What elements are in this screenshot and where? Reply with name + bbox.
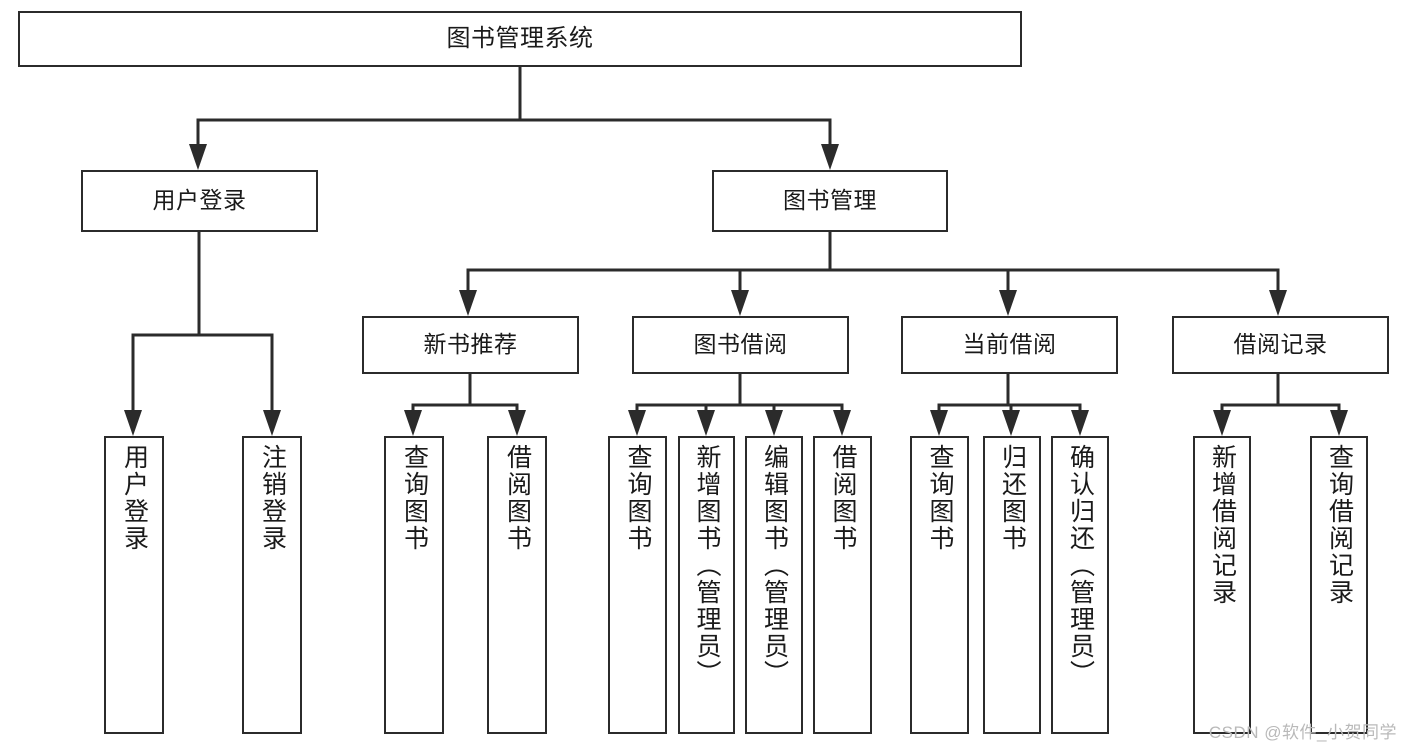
arrowhead-edge-bo-leaf8: [833, 410, 851, 436]
node-label: 图书管理: [783, 187, 877, 214]
node-leaf-2[interactable]: 注销登录: [242, 436, 302, 734]
node-leaf-10[interactable]: 归还图书: [983, 436, 1041, 734]
arrowhead-edge-cu-leaf9: [930, 410, 948, 436]
node-label: 查询图书: [926, 444, 954, 552]
arrowhead-edge-cu-leaf11: [1071, 410, 1089, 436]
node-leaf-8[interactable]: 借阅图书: [813, 436, 872, 734]
node-leaf-5[interactable]: 查询图书: [608, 436, 667, 734]
arrowhead-edge-cu-leaf10: [1002, 410, 1020, 436]
node-label: 新增借阅记录: [1208, 444, 1237, 606]
arrowhead-edge-re-leaf13: [1330, 410, 1348, 436]
node-label: 确认归还（管理员）: [1066, 444, 1095, 687]
node-label: 当前借阅: [962, 331, 1057, 358]
node-label: 图书管理系统: [446, 24, 594, 52]
arrowhead-edge-root-login: [189, 144, 207, 170]
node-label: 查询借阅记录: [1325, 444, 1354, 606]
node-leaf-3[interactable]: 查询图书: [384, 436, 444, 734]
node-label: 查询图书: [624, 444, 652, 552]
node-borrow[interactable]: 图书借阅: [632, 316, 849, 374]
csdn-watermark: CSDN @软件_小贺同学: [1208, 723, 1397, 742]
arrowhead-edge-bm-records: [1269, 290, 1287, 316]
node-leaf-13[interactable]: 查询借阅记录: [1310, 436, 1368, 734]
node-root[interactable]: 图书管理系统: [18, 11, 1022, 67]
arrowhead-edge-nb-leaf4: [508, 410, 526, 436]
arrowhead-edge-login-leaf1: [124, 410, 142, 436]
arrowhead-edge-bm-newbook: [459, 290, 477, 316]
arrowhead-edge-bm-borrow: [731, 290, 749, 316]
node-label: 借阅记录: [1233, 331, 1328, 358]
arrowhead-edge-re-leaf12: [1213, 410, 1231, 436]
node-login[interactable]: 用户登录: [81, 170, 318, 232]
node-leaf-11[interactable]: 确认归还（管理员）: [1051, 436, 1109, 734]
arrowhead-edge-login-leaf2: [263, 410, 281, 436]
node-label: 编辑图书（管理员）: [760, 444, 789, 687]
node-label: 图书借阅: [693, 331, 788, 358]
node-label: 查询图书: [400, 444, 429, 552]
arrowhead-edge-bo-leaf7: [765, 410, 783, 436]
node-label: 新增图书（管理员）: [693, 444, 721, 687]
node-label: 用户登录: [152, 187, 247, 214]
arrowhead-edge-root-bookmgmt: [821, 144, 839, 170]
node-records[interactable]: 借阅记录: [1172, 316, 1389, 374]
node-label: 新书推荐: [423, 331, 518, 358]
arrowhead-edge-bm-current: [999, 290, 1017, 316]
node-label: 归还图书: [998, 444, 1027, 552]
node-leaf-12[interactable]: 新增借阅记录: [1193, 436, 1251, 734]
node-label: 用户登录: [120, 444, 149, 552]
node-label: 注销登录: [258, 444, 287, 552]
node-leaf-7[interactable]: 编辑图书（管理员）: [745, 436, 803, 734]
arrowhead-edge-nb-leaf3: [404, 410, 422, 436]
node-leaf-4[interactable]: 借阅图书: [487, 436, 547, 734]
node-newbook[interactable]: 新书推荐: [362, 316, 579, 374]
node-leaf-6[interactable]: 新增图书（管理员）: [678, 436, 735, 734]
node-label: 借阅图书: [503, 444, 532, 552]
node-leaf-1[interactable]: 用户登录: [104, 436, 164, 734]
node-leaf-9[interactable]: 查询图书: [910, 436, 969, 734]
arrowhead-edge-bo-leaf5: [628, 410, 646, 436]
node-bookmgmt[interactable]: 图书管理: [712, 170, 948, 232]
node-label: 借阅图书: [829, 444, 857, 552]
node-current[interactable]: 当前借阅: [901, 316, 1118, 374]
arrowhead-edge-bo-leaf6: [697, 410, 715, 436]
